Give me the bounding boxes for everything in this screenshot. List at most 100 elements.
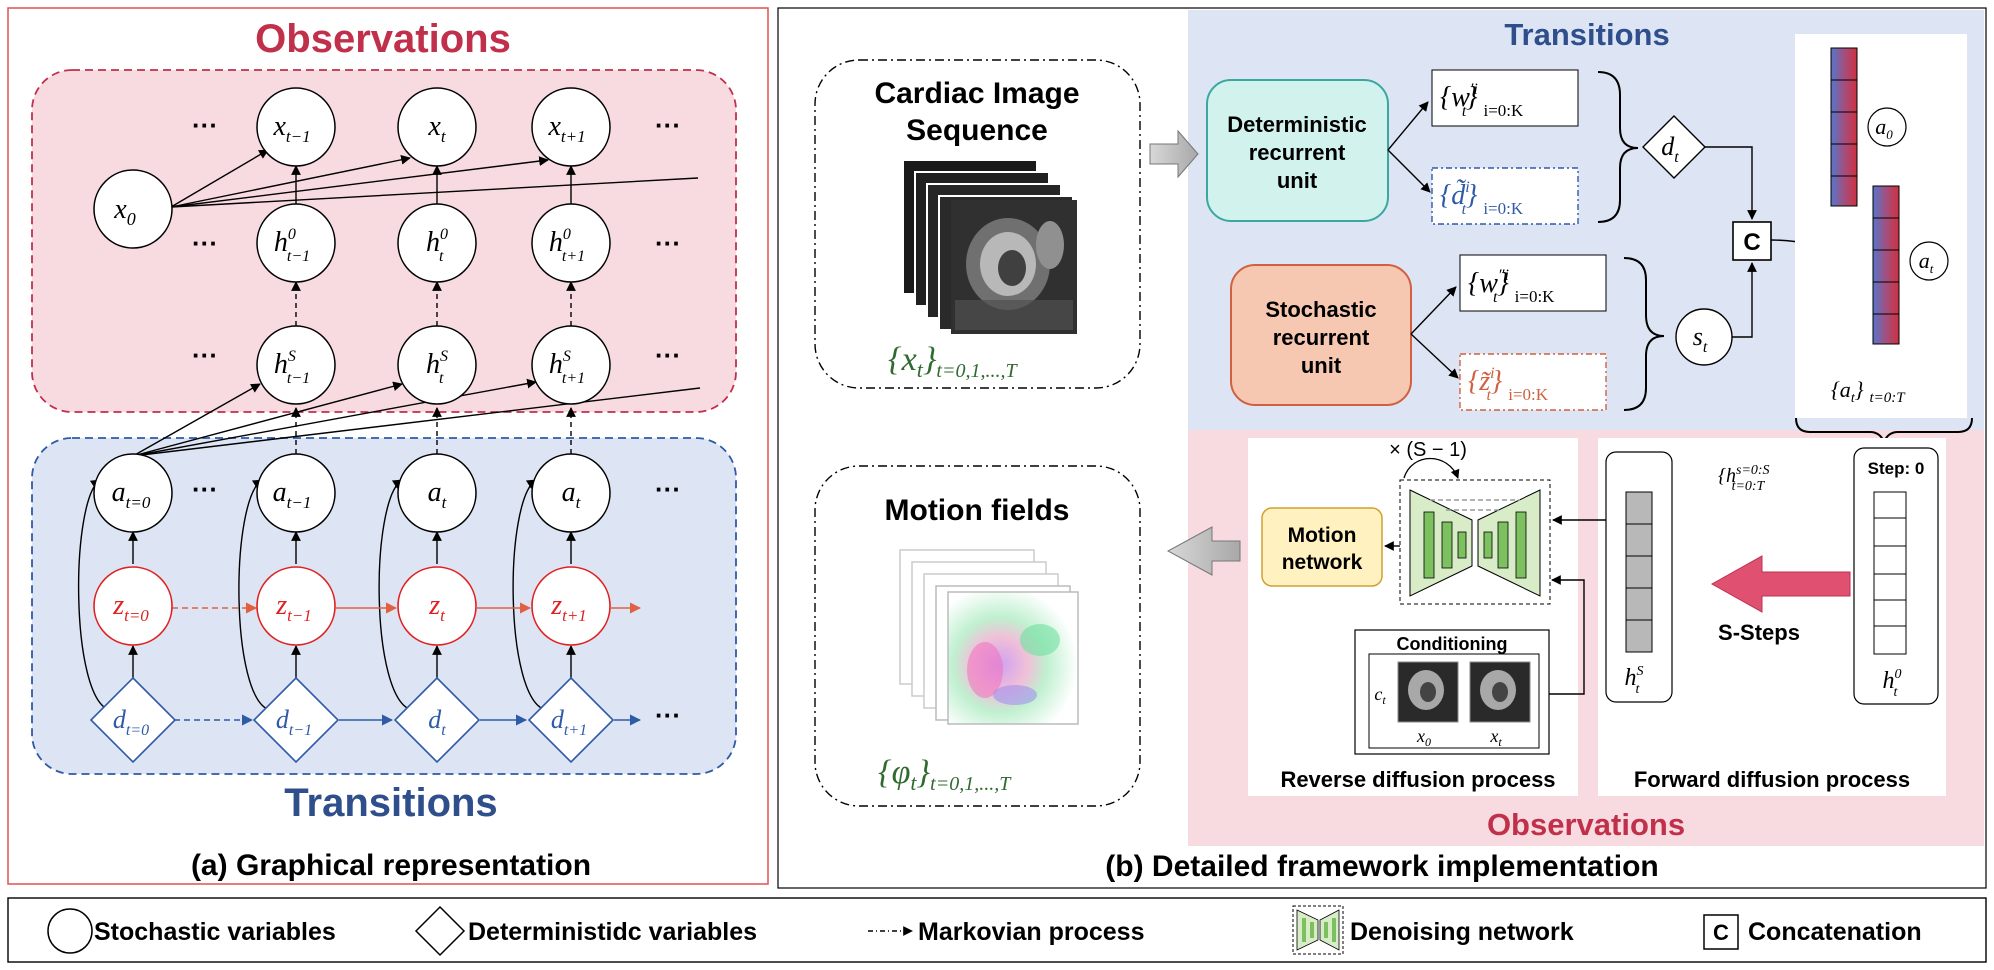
cardiac-set-label: {xt}t=0,1,...,T <box>888 341 1018 382</box>
dots: ··· <box>192 474 218 504</box>
svg-text:Conditioning: Conditioning <box>1397 634 1508 654</box>
panel-a-trans-title: Transitions <box>284 781 497 825</box>
a-node: at−1 <box>256 453 336 533</box>
motion-network-box: Motion network <box>1261 507 1383 587</box>
panel-a-edges <box>77 149 701 711</box>
svg-text:recurrent: recurrent <box>1273 325 1370 350</box>
z-node: zt=0 <box>93 566 173 646</box>
denoising-network-icon <box>1399 479 1551 605</box>
cardiac-mri-image <box>951 200 1077 334</box>
panel-b-obs-title: Observations <box>1487 807 1685 842</box>
svg-text:h0t+1: h0t+1 <box>549 226 585 265</box>
svg-text:st: st <box>1693 322 1708 356</box>
svg-text:hSt−1: hSt−1 <box>274 348 310 387</box>
dots: ··· <box>655 340 681 370</box>
motion-title: Motion fields <box>885 494 1070 527</box>
svg-text:at−1: at−1 <box>273 477 312 512</box>
dots: ··· <box>655 228 681 258</box>
forward-diffusion-label: Forward diffusion process <box>1634 767 1910 792</box>
cardiac-title-line1: Cardiac Image <box>874 77 1079 110</box>
panel-b: Transitions Observations (b) Detailed fr… <box>777 7 1987 889</box>
legend-denoising: Denoising network <box>1350 918 1574 946</box>
x-node: xt+1 <box>531 87 611 167</box>
dots: ··· <box>655 700 681 730</box>
d-node: dt−1 <box>252 676 340 764</box>
d-node: dt <box>393 676 481 764</box>
legend-concat-icon <box>1703 914 1739 950</box>
svg-text:at: at <box>1919 248 1934 276</box>
a0-node: a0 <box>1867 107 1907 147</box>
x0-node: x0 <box>93 169 173 249</box>
svg-text:{z̃it}i=0:K: {z̃it}i=0:K <box>1468 365 1549 404</box>
cardiac-image-stack <box>902 159 1077 334</box>
a0-bar <box>1830 47 1858 207</box>
svg-text:network: network <box>1282 551 1363 574</box>
svg-text:dt+1: dt+1 <box>551 705 587 739</box>
cardiac-title-line2: Sequence <box>906 114 1048 147</box>
dots-group: ··· ··· ··· ··· ··· ··· ··· ··· ··· <box>192 110 681 730</box>
st-node: st <box>1675 308 1733 366</box>
svg-text:dt−1: dt−1 <box>276 705 312 739</box>
a-nodes: at=0 at−1 at at <box>93 453 611 533</box>
conditioning-box: Conditioning ct x0 xt <box>1354 629 1550 755</box>
d-node: dt=0 <box>89 676 177 764</box>
at-bar <box>1872 185 1900 345</box>
svg-text:hSt+1: hSt+1 <box>549 348 585 387</box>
braces <box>1597 71 1665 411</box>
motion-box: Motion fields {φt}t=0,1,...,T <box>814 465 1141 807</box>
svg-text:a0: a0 <box>1875 114 1893 142</box>
svg-text:zt: zt <box>428 590 446 625</box>
dots: ··· <box>192 110 218 140</box>
svg-text:xt+1: xt+1 <box>547 111 585 146</box>
svg-text:xt−1: xt−1 <box>272 111 310 146</box>
panel-a-caption: (a) Graphical representation <box>191 849 591 882</box>
svg-text:at=0: at=0 <box>112 477 151 512</box>
legend-concatenation: Concatenation <box>1748 918 1922 946</box>
panel-b-trans-title: Transitions <box>1504 17 1669 52</box>
svg-text:h0t: h0t <box>426 226 448 265</box>
stochastic-unit: Stochastic recurrent unit <box>1230 264 1412 406</box>
at-set-label: {at}t=0:T <box>1831 377 1906 406</box>
svg-text:at: at <box>428 477 448 512</box>
d-nodes: dt=0 dt−1 dt dt+1 <box>89 676 615 764</box>
d-node: dt+1 <box>527 676 615 764</box>
z-node: zt <box>397 566 477 646</box>
grey-arrow-right <box>1149 129 1199 179</box>
legend-circle-icon <box>47 908 93 954</box>
svg-text:zt+1: zt+1 <box>550 590 587 625</box>
legend-denoising-icon <box>1292 905 1344 955</box>
svg-text:dt: dt <box>1661 132 1679 166</box>
concat-node: C <box>1732 221 1772 261</box>
svg-text:Motion: Motion <box>1288 524 1357 547</box>
z-node: zt+1 <box>531 566 611 646</box>
svg-text:zt=0: zt=0 <box>112 590 149 625</box>
panel-a-obs-title: Observations <box>255 17 511 61</box>
reverse-diffusion-label: Reverse diffusion process <box>1280 767 1555 792</box>
dots: ··· <box>655 474 681 504</box>
svg-text:recurrent: recurrent <box>1249 140 1346 165</box>
x-node: xt <box>397 87 477 167</box>
cardiac-box: Cardiac Image Sequence {xt}t=0,1,...,T <box>814 59 1141 389</box>
s-steps-arrow: S-Steps <box>1710 555 1851 645</box>
motion-set-label: {φt}t=0,1,...,T <box>878 754 1012 795</box>
svg-text:ct: ct <box>1374 684 1386 707</box>
a-node: at <box>531 453 611 533</box>
branch-arrows <box>1387 101 1459 379</box>
svg-text:x0: x0 <box>1416 726 1431 749</box>
x-node: xt−1 <box>256 87 336 167</box>
svg-text:x0: x0 <box>113 194 135 229</box>
legend-stochastic: Stochastic variables <box>94 918 336 946</box>
